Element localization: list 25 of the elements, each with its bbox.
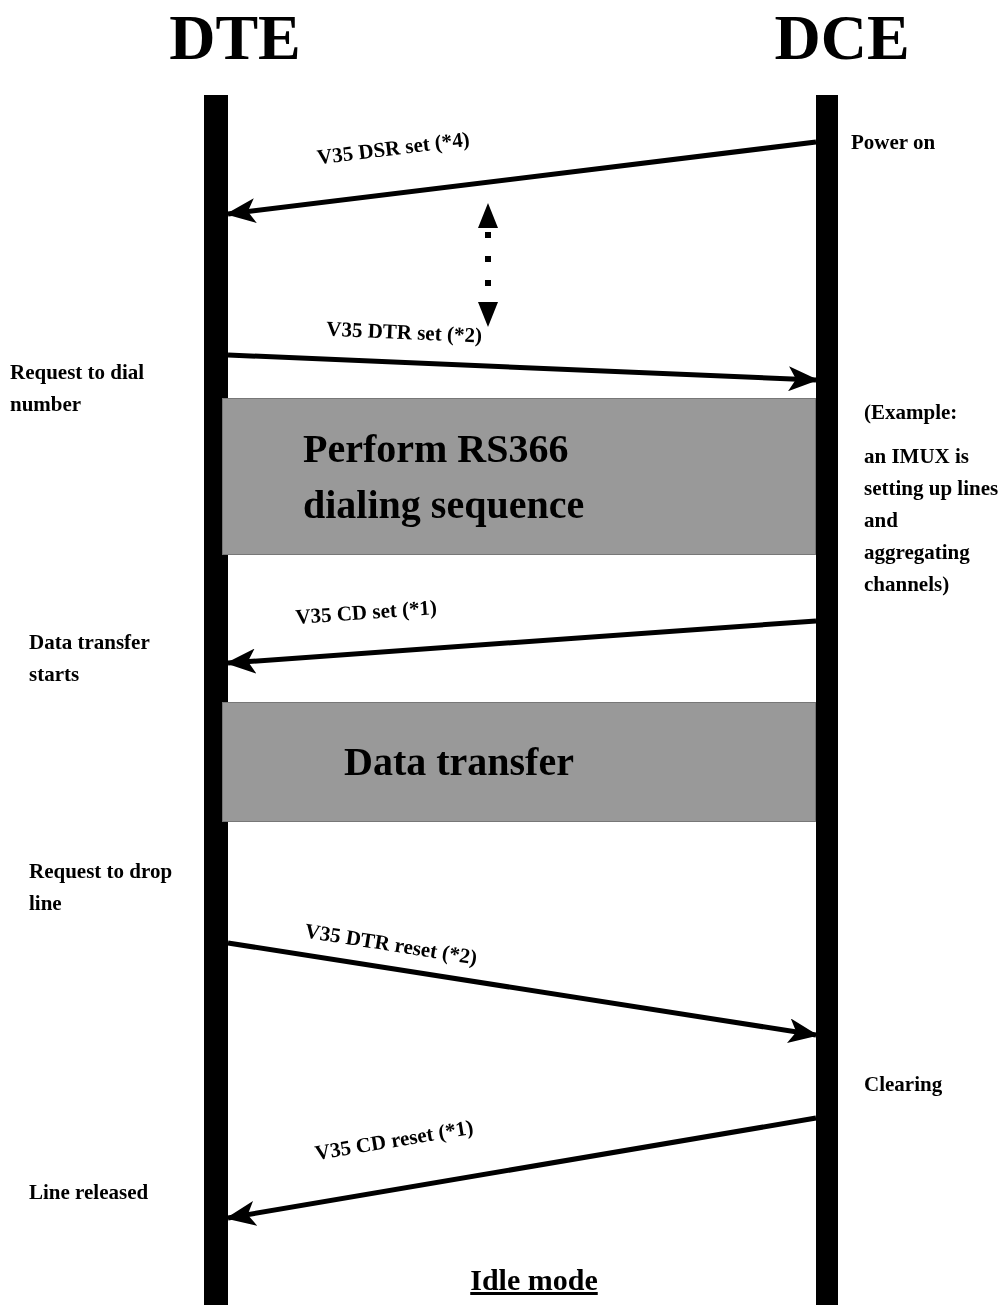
annotation-text: an IMUX is setting up lines and aggregating channels) xyxy=(864,443,1000,598)
annotation-text: Line released xyxy=(29,1179,150,1206)
message-arrow xyxy=(227,940,819,1044)
participant-heading: DCE xyxy=(774,1,910,75)
annotation-text: Request to dial number xyxy=(10,359,146,418)
annotation-text: (Example: xyxy=(864,399,959,426)
message-arrow xyxy=(225,1115,817,1226)
band-label: Data transfer xyxy=(344,738,575,786)
annotation-text: Request to drop line xyxy=(29,858,174,917)
phase-label: Idle mode xyxy=(469,1262,599,1298)
edge-label: V35 DTR reset (*2) xyxy=(303,918,479,970)
participant-heading: DTE xyxy=(169,1,301,75)
process-band xyxy=(222,398,816,555)
edge-label: V35 DSR set (*4) xyxy=(315,126,471,170)
annotation-text: Clearing xyxy=(864,1071,944,1098)
edge-label: V35 DTR set (*2) xyxy=(325,316,483,348)
message-arrow xyxy=(225,618,817,674)
edge-label: V35 CD set (*1) xyxy=(294,595,438,629)
annotation-text: Power on xyxy=(851,129,937,156)
edge-label: V35 CD reset (*1) xyxy=(313,1114,475,1166)
band-label: Perform RS366 dialing sequence xyxy=(303,424,586,529)
message-arrow xyxy=(227,352,819,392)
message-arrow xyxy=(225,139,817,224)
process-band xyxy=(222,702,816,822)
annotation-text: Data transfer starts xyxy=(29,629,151,688)
